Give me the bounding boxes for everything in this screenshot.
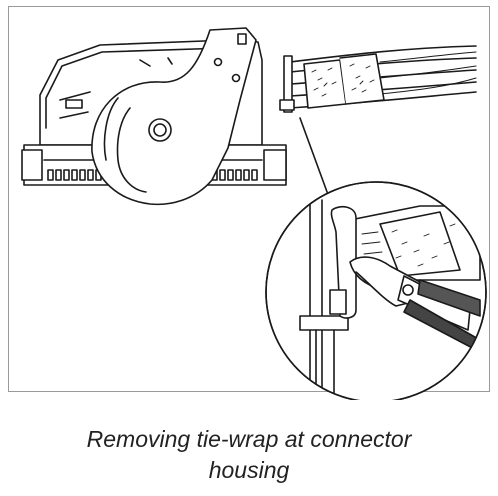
wire-cutter-pliers [349,256,481,353]
caption-line-2: housing [208,457,290,483]
latch-lever [91,27,257,206]
tie-wrap-main [283,55,293,113]
caption-line-1: Removing tie-wrap at connector [86,426,412,452]
figure-caption: Removing tie-wrap at connector housing [0,424,498,486]
illustration [21,27,487,400]
leader-line [299,117,331,201]
cable-bundle [279,45,477,113]
magnifier-detail-circle [265,181,487,400]
tie-wrap-detail [330,205,357,319]
